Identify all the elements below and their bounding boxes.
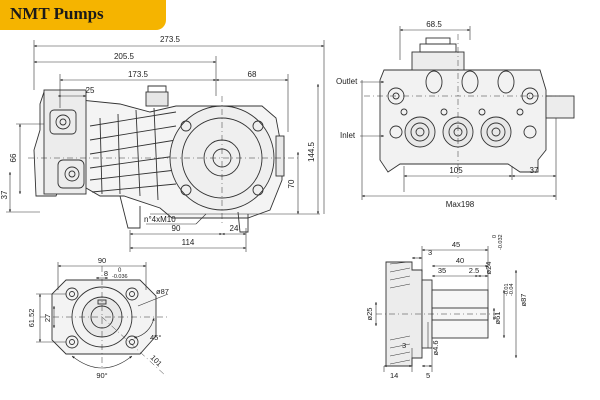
dim-8: 8 bbox=[104, 269, 108, 278]
dim-3-top: 3 bbox=[428, 248, 432, 257]
tol-d61-b: -0.04 bbox=[509, 283, 515, 296]
dim-3-bottom: 3 bbox=[402, 341, 406, 350]
tol-d61-a: -0.01 bbox=[504, 283, 510, 296]
dim-40: 40 bbox=[456, 256, 464, 265]
dim-105: 105 bbox=[449, 166, 463, 175]
tol-neg-036: -0.036 bbox=[112, 274, 128, 280]
dim-90: 90 bbox=[172, 224, 181, 233]
dim-d4-6: ø4.6 bbox=[431, 340, 440, 355]
flange-view bbox=[40, 266, 168, 377]
dim-d25: ø25 bbox=[365, 308, 374, 321]
thread-callout: n°4xM10 bbox=[144, 215, 176, 224]
dim-144-5: 144.5 bbox=[307, 141, 316, 162]
shaft-view-dimensions bbox=[374, 246, 518, 372]
front-view-labels: 68.5 Outlet Inlet 105 37 Max198 bbox=[336, 20, 539, 209]
dim-27: 27 bbox=[43, 314, 52, 322]
side-view-dimensions bbox=[6, 40, 325, 252]
dim-35: 35 bbox=[438, 266, 446, 275]
tol-0: 0 bbox=[118, 268, 122, 274]
tol-d24-0: 0 bbox=[492, 235, 498, 238]
outlet-label: Outlet bbox=[336, 77, 358, 86]
dim-273-5: 273.5 bbox=[160, 35, 181, 44]
tol-d24-neg: -0.032 bbox=[498, 234, 504, 250]
dim-68: 68 bbox=[248, 70, 257, 79]
brand-title: NMT Pumps bbox=[10, 4, 104, 23]
dim-37: 37 bbox=[0, 190, 9, 199]
dim-173-5: 173.5 bbox=[128, 70, 149, 79]
front-view-dimensions bbox=[360, 26, 557, 200]
dim-5: 5 bbox=[426, 371, 430, 380]
dim-25: 25 bbox=[86, 86, 95, 95]
angle-90: 90° bbox=[96, 371, 107, 380]
dim-101: 101 bbox=[149, 353, 164, 368]
dim-205-5: 205.5 bbox=[114, 52, 135, 61]
angle-45: 45° bbox=[150, 333, 161, 342]
dim-61-52: 61.52 bbox=[27, 309, 36, 328]
dim-2-5: 2.5 bbox=[469, 266, 479, 275]
brand-banner: NMT Pumps bbox=[0, 0, 166, 30]
inlet-label: Inlet bbox=[340, 131, 356, 140]
flange-view-dimensions bbox=[36, 262, 169, 369]
front-view bbox=[364, 34, 575, 178]
dim-68-5: 68.5 bbox=[426, 20, 442, 29]
dim-66: 66 bbox=[9, 153, 18, 162]
dim-d87-flange: ø87 bbox=[156, 287, 169, 296]
dim-14: 14 bbox=[390, 371, 398, 380]
dim-37-front: 37 bbox=[530, 166, 539, 175]
dim-d61: ø61 bbox=[493, 312, 502, 325]
dim-45: 45 bbox=[452, 240, 460, 249]
dim-90-flange: 90 bbox=[98, 256, 106, 265]
dim-max198: Max198 bbox=[446, 200, 475, 209]
shaft-view bbox=[376, 261, 500, 367]
dim-24: 24 bbox=[230, 224, 239, 233]
side-view bbox=[28, 85, 300, 233]
side-view-labels: 273.5 205.5 173.5 68 25 66 37 144.5 70 n… bbox=[0, 35, 316, 247]
dim-70: 70 bbox=[287, 179, 296, 188]
shaft-view-labels: 45 3 40 35 2.5 ø24 0 -0.032 ø61 -0.01 -0… bbox=[365, 234, 528, 380]
dim-d87-shaft: ø87 bbox=[519, 294, 528, 307]
dim-114: 114 bbox=[182, 238, 195, 247]
dim-d24: ø24 bbox=[484, 262, 493, 275]
